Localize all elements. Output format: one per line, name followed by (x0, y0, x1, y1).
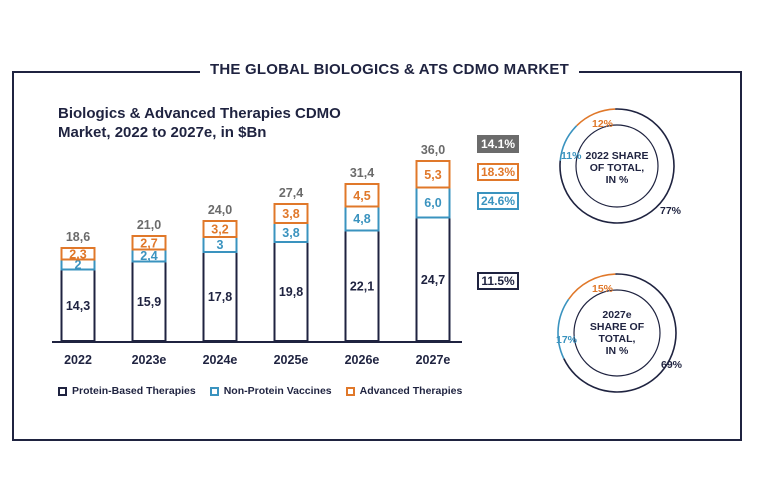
bar-value-label: 2,7 (140, 236, 157, 250)
bar-chart-title: Biologics & Advanced Therapies CDMO Mark… (58, 105, 341, 141)
donut-chart-2022 (559, 108, 675, 224)
donut-chart-2027e (557, 273, 677, 393)
bar-segment (415, 160, 451, 189)
donut-inner-ring (573, 289, 661, 377)
bar-segment (344, 229, 380, 342)
donut-2022-label-line: IN % (605, 174, 629, 186)
bar-value-label: 4,8 (353, 212, 370, 226)
bar-segment (202, 220, 238, 238)
donut-2027e-label-line: IN % (605, 345, 629, 357)
donut-slice (576, 108, 616, 127)
bar-value-label: 2,3 (69, 247, 86, 261)
bar-value-label: 2 (75, 258, 82, 272)
bar-value-label: 5,3 (424, 168, 441, 182)
donut-2022-advanced-pct: 12% (592, 118, 614, 130)
donut-inner-ring (575, 124, 659, 208)
donut-2027e-label-line: 2027e (602, 309, 632, 321)
donut-2022-label-line: 2022 SHARE (585, 150, 649, 162)
bar-total-label: 24,0 (208, 203, 232, 217)
x-tick-label: 2025e (274, 353, 309, 367)
x-tick-label: 2026e (345, 353, 380, 367)
legend-item-vaccines: Non-Protein Vaccines (209, 385, 332, 397)
bar-value-label: 4,5 (353, 189, 370, 203)
donut-2022-vaccines-pct: 11% (561, 150, 582, 162)
bar-segment (131, 235, 167, 251)
bar-total-label: 18,6 (66, 230, 90, 244)
x-tick-label: 2027e (416, 353, 451, 367)
bar-segment (415, 186, 451, 219)
bar-segment (131, 260, 167, 342)
bar-segment (60, 247, 96, 261)
bar-value-label: 24,7 (421, 273, 445, 287)
legend-label-protein: Protein-Based Therapies (72, 385, 196, 397)
donut-2027e-vaccines-pct: 17% (556, 334, 578, 346)
bar-value-label: 22,1 (350, 279, 374, 293)
bar-value-label: 3 (217, 238, 224, 252)
donut-2027e-label-line: SHARE OF (589, 321, 645, 333)
donut-slice (557, 298, 570, 359)
growth-label-total: 14.1% (477, 135, 519, 153)
donut-2027e-center-label: 2027e SHARE OF TOTAL, IN % (577, 309, 657, 357)
donut-slice (559, 108, 675, 224)
donut-2022-center-label: 2022 SHARE OF TOTAL, IN % (577, 150, 657, 186)
growth-label-protein-based: 11.5% (477, 272, 519, 290)
growth-label-non-protein-vaccines: 24.6% (477, 192, 519, 210)
legend-item-advanced: Advanced Therapies (345, 385, 463, 397)
bar-value-label: 17,8 (208, 290, 232, 304)
legend-item-protein: Protein-Based Therapies (58, 385, 196, 397)
x-tick-label: 2023e (132, 353, 167, 367)
donut-2027e-advanced-pct: 15% (592, 283, 614, 295)
bar-value-label: 14,3 (66, 299, 90, 313)
bar-value-label: 15,9 (137, 295, 161, 309)
donut-2027e-protein-pct: 69% (661, 359, 683, 371)
legend-swatch-orange (345, 386, 355, 396)
bar-total-label: 21,0 (137, 218, 161, 232)
donut-2027e-label-line: TOTAL, (598, 333, 636, 345)
legend-label-advanced: Advanced Therapies (359, 385, 463, 397)
bar-segment (344, 183, 380, 208)
bar-value-label: 6,0 (424, 196, 441, 210)
x-tick-label: 2024e (203, 353, 238, 367)
bar-value-label: 3,8 (282, 207, 299, 221)
legend-swatch-navy (58, 386, 67, 396)
bar-segment (415, 216, 451, 342)
bar-value-label: 2,4 (140, 249, 157, 263)
bar-segment (202, 251, 238, 342)
legend-swatch-blue (209, 386, 219, 396)
infographic-title: THE GLOBAL BIOLOGICS & ATS CDMO MARKET (200, 59, 579, 81)
legend-label-vaccines: Non-Protein Vaccines (223, 385, 332, 397)
donut-2022-label-line: OF TOTAL, (589, 162, 645, 174)
bar-total-label: 27,4 (279, 186, 303, 200)
growth-label-advanced-therapies: 18.3% (477, 163, 519, 181)
donut-slice (563, 273, 677, 393)
donut-slice (559, 125, 578, 161)
bar-segment (273, 203, 309, 224)
bar-total-label: 36,0 (421, 143, 445, 157)
x-tick-label: 2022 (64, 353, 92, 367)
legend: Protein-Based Therapies Non-Protein Vacc… (58, 385, 462, 397)
bar-value-label: 3,2 (211, 223, 228, 237)
donut-slice (568, 273, 616, 300)
bar-total-label: 31,4 (350, 166, 374, 180)
bar-value-label: 3,8 (282, 226, 299, 240)
bar-segment (273, 241, 309, 342)
donut-2022-protein-pct: 77% (660, 205, 682, 217)
bar-value-label: 19,8 (279, 285, 303, 299)
